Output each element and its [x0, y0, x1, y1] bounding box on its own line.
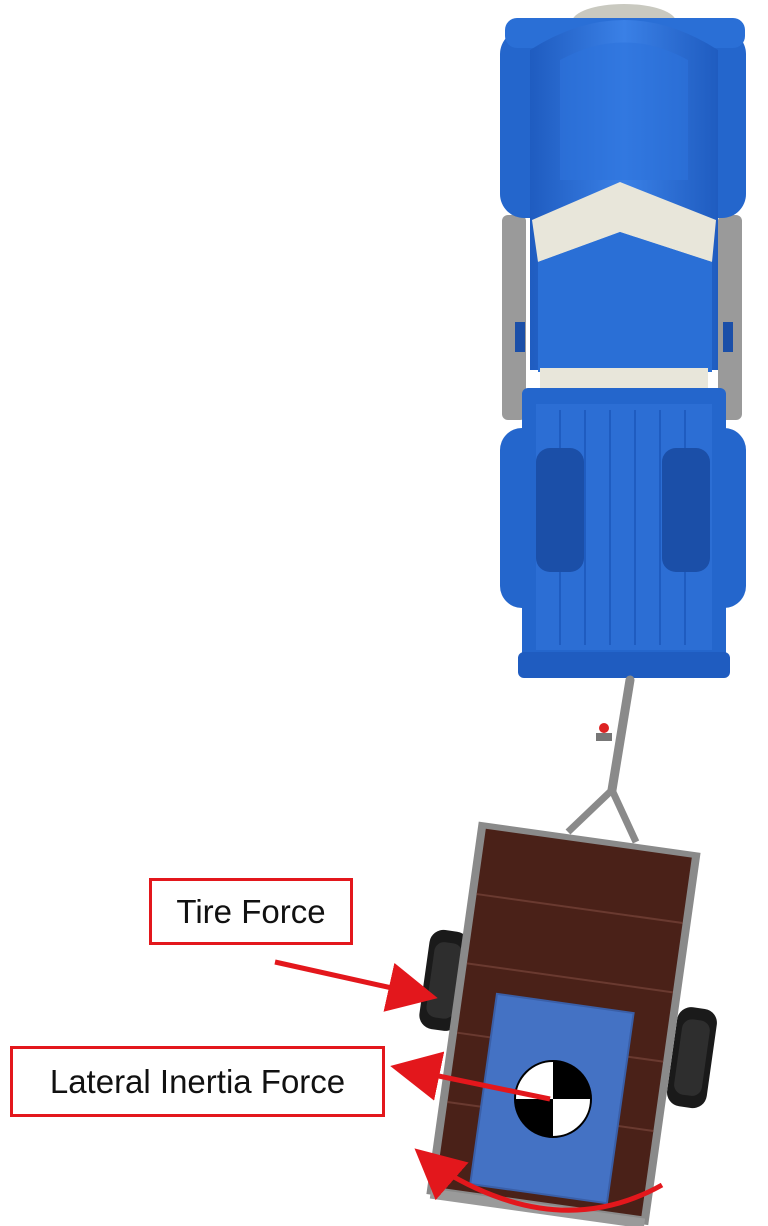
hitch-tongue	[565, 675, 640, 844]
trailer-icon	[419, 821, 717, 1226]
tire-force-label: Tire Force	[149, 878, 353, 945]
lateral-inertia-force-arrow	[390, 1051, 551, 1102]
lateral-inertia-force-label: Lateral Inertia Force	[10, 1046, 385, 1117]
rotation-arrow	[414, 1148, 664, 1213]
lateral-inertia-force-text: Lateral Inertia Force	[49, 1062, 346, 1100]
pickup-truck-icon	[500, 4, 746, 678]
tire-force-arrow	[274, 959, 438, 1012]
center-of-mass-icon	[514, 1060, 592, 1138]
tire-force-text: Tire Force	[176, 892, 326, 930]
